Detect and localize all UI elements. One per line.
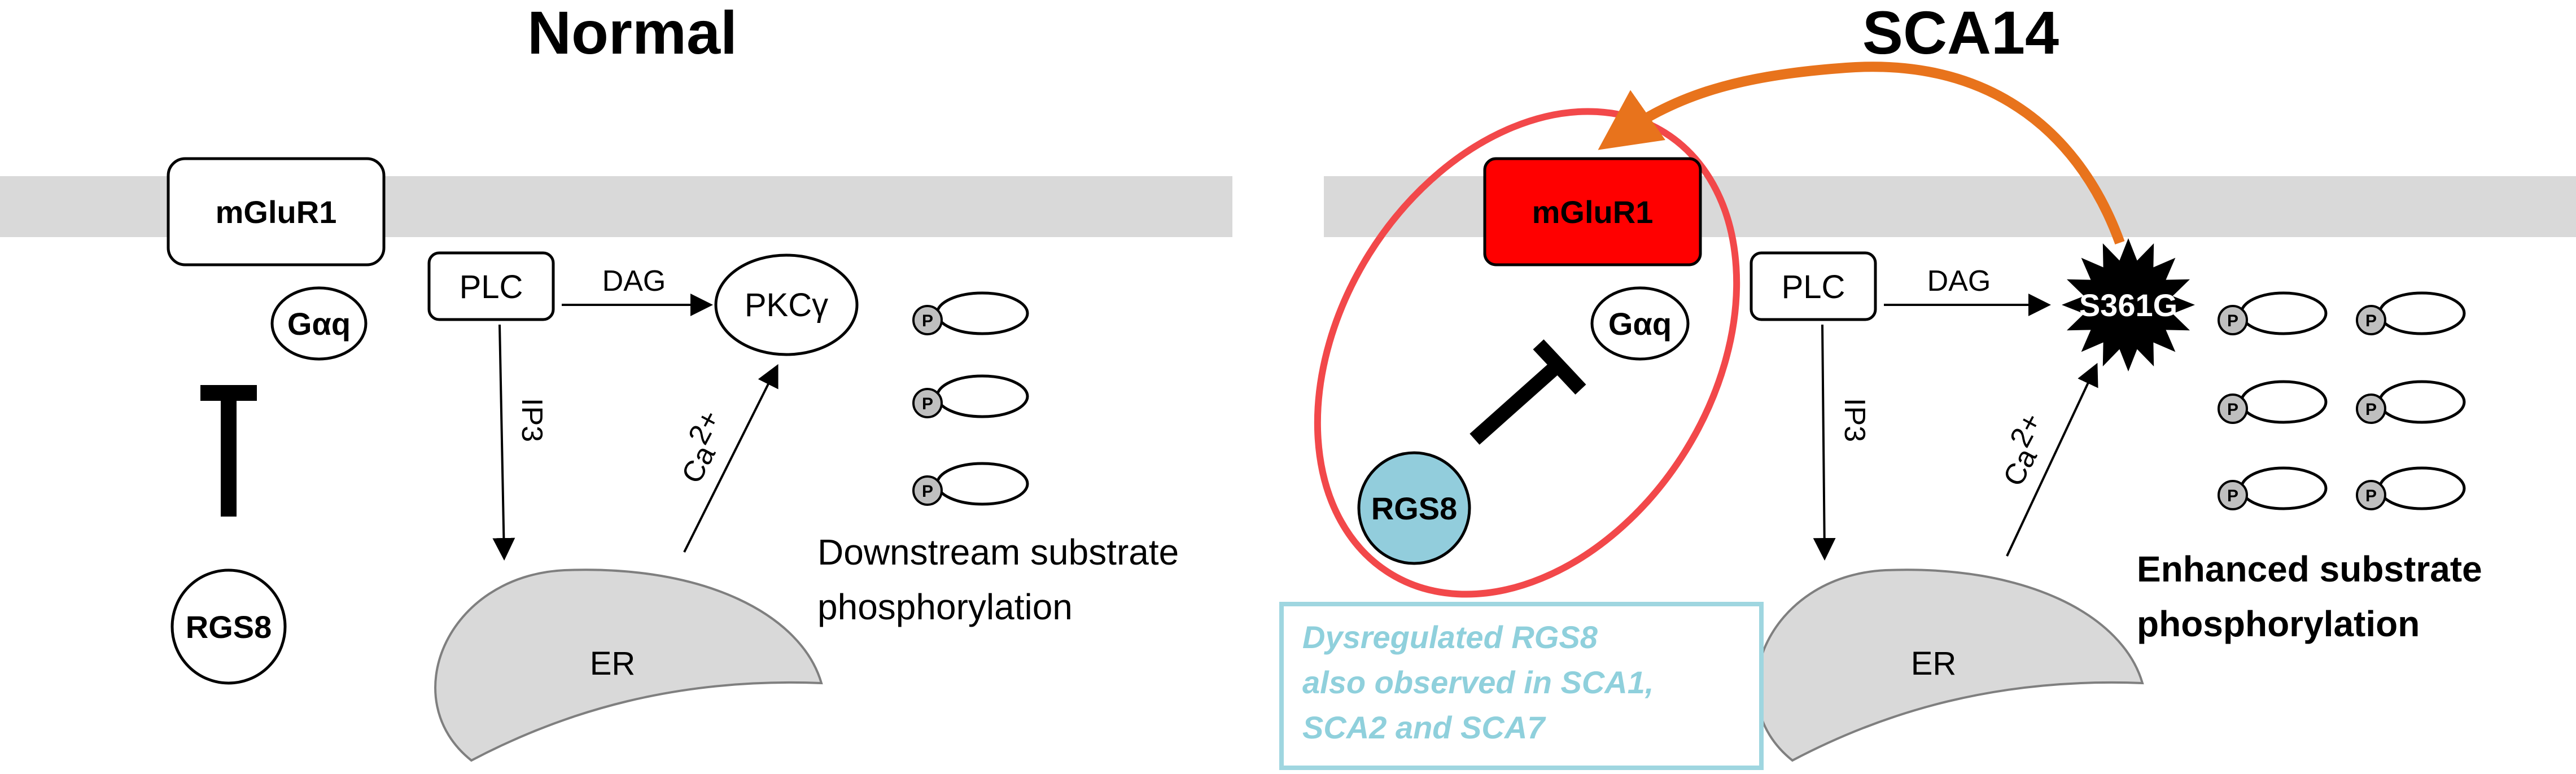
sca14-dag-label: DAG (1927, 265, 1991, 298)
normal-ip3-label: IP3 (515, 398, 548, 442)
normal-caption-line1: Downstream substrate (817, 532, 1179, 572)
normal-mglur1-box (167, 157, 386, 266)
sca14-panel: SCA14 mGluR1 Gαq RGS8 PLC DAG S361G I (1279, 0, 2576, 770)
sca14-note-line3: SCA2 and SCA7 (1302, 710, 1546, 745)
normal-calcium-label: Ca2+ (664, 405, 738, 489)
sca14-rgs8-note-box (1279, 602, 1764, 770)
phospho-marker-icon (912, 388, 943, 418)
sca14-note-line2: also observed in SCA1, (1302, 664, 1654, 700)
phospho-marker-icon (912, 305, 943, 335)
svg-text:P: P (2227, 400, 2238, 419)
sca14-mglur1-label: mGluR1 (1532, 194, 1654, 230)
sca14-er-organelle (1755, 569, 2144, 762)
normal-phospho-substrate: P (912, 462, 1029, 506)
sca14-s361g-mutant-kinase (2062, 238, 2195, 371)
sca14-ip3-label: IP3 (1838, 398, 1871, 442)
normal-panel-title: Normal (527, 0, 737, 67)
sca14-ip3-arrow (1813, 324, 1836, 561)
sca14-note-line1: Dysregulated RGS8 (1302, 619, 1598, 655)
phospho-marker-icon (2356, 393, 2386, 424)
svg-text:P: P (2365, 400, 2377, 419)
svg-text:P: P (2227, 487, 2238, 505)
normal-mglur1-label: mGluR1 (216, 194, 337, 230)
phospho-marker-icon (2218, 393, 2248, 424)
svg-text:P: P (2227, 312, 2238, 330)
sca14-caption-line1: Enhanced substrate (2137, 549, 2482, 589)
sca14-gaq-label: Gαq (1608, 306, 1672, 342)
phospho-marker-icon (2218, 480, 2248, 510)
normal-pkcgamma-label: PKCγ (745, 287, 828, 323)
svg-text:P: P (922, 312, 933, 330)
normal-dag-label: DAG (602, 265, 666, 298)
normal-gaq-label: Gαq (287, 306, 351, 342)
normal-rgs8-inhibition-bar (200, 385, 257, 517)
svg-text:P: P (2365, 487, 2377, 505)
sca14-phospho-substrate: P (2218, 291, 2328, 335)
sca14-mglur1-box (1483, 157, 1702, 266)
phospho-marker-icon (912, 475, 943, 506)
sca14-phospho-substrate: P (2218, 380, 2328, 424)
normal-gaq-oval (270, 286, 368, 361)
normal-rgs8-label: RGS8 (186, 609, 272, 645)
normal-plc-label: PLC (460, 269, 523, 305)
sca14-s361g-label: S361G (2079, 287, 2177, 323)
sca14-phospho-substrate: P (2356, 466, 2466, 510)
sca14-phospho-substrate: P (2218, 466, 2328, 510)
normal-er-organelle (434, 569, 823, 762)
phospho-marker-icon (2218, 305, 2248, 335)
sca14-rgs8-circle (1357, 451, 1471, 565)
normal-ip3-arrow (492, 324, 515, 561)
sca14-plc-box (1750, 251, 1877, 321)
normal-calcium-arrow (683, 364, 779, 553)
sca14-rgs8-inhibition-bar (1469, 339, 1586, 445)
normal-pkcgamma-oval (714, 253, 859, 356)
sca14-calcium-label: Ca2+ (1986, 408, 2059, 492)
sca14-calcium-arrow (2006, 362, 2098, 557)
sca14-phospho-substrate: P (2356, 380, 2466, 424)
svg-text:P: P (2365, 312, 2377, 330)
sca14-panel-title: SCA14 (1862, 0, 2059, 67)
normal-caption-line2: phosphorylation (817, 587, 1073, 627)
normal-er-label: ER (590, 645, 636, 682)
phospho-marker-icon (2356, 305, 2386, 335)
normal-panel: Normal mGluR1 Gαq RGS8 PLC DAG PKCγ IP3 (0, 0, 1232, 762)
normal-phospho-substrate: P (912, 374, 1029, 418)
normal-rgs8-circle (170, 569, 287, 685)
sca14-caption-line2: phosphorylation (2137, 604, 2420, 644)
sca14-rgs8-label: RGS8 (1371, 491, 1458, 526)
sca14-phospho-substrate: P (2356, 291, 2466, 335)
normal-phospho-substrate: P (912, 291, 1029, 335)
sca14-gaq-oval (1590, 286, 1690, 361)
sca14-dysregulation-highlight-ring (1314, 108, 1740, 598)
svg-text:P: P (922, 482, 933, 501)
phospho-marker-icon (2356, 480, 2386, 510)
sca14-feedback-phosphorylation-arrow (1598, 62, 2125, 245)
normal-plc-box (427, 251, 555, 321)
sca14-plc-label: PLC (1782, 269, 1845, 305)
sca14-er-label: ER (1911, 645, 1957, 682)
svg-text:P: P (922, 395, 933, 413)
